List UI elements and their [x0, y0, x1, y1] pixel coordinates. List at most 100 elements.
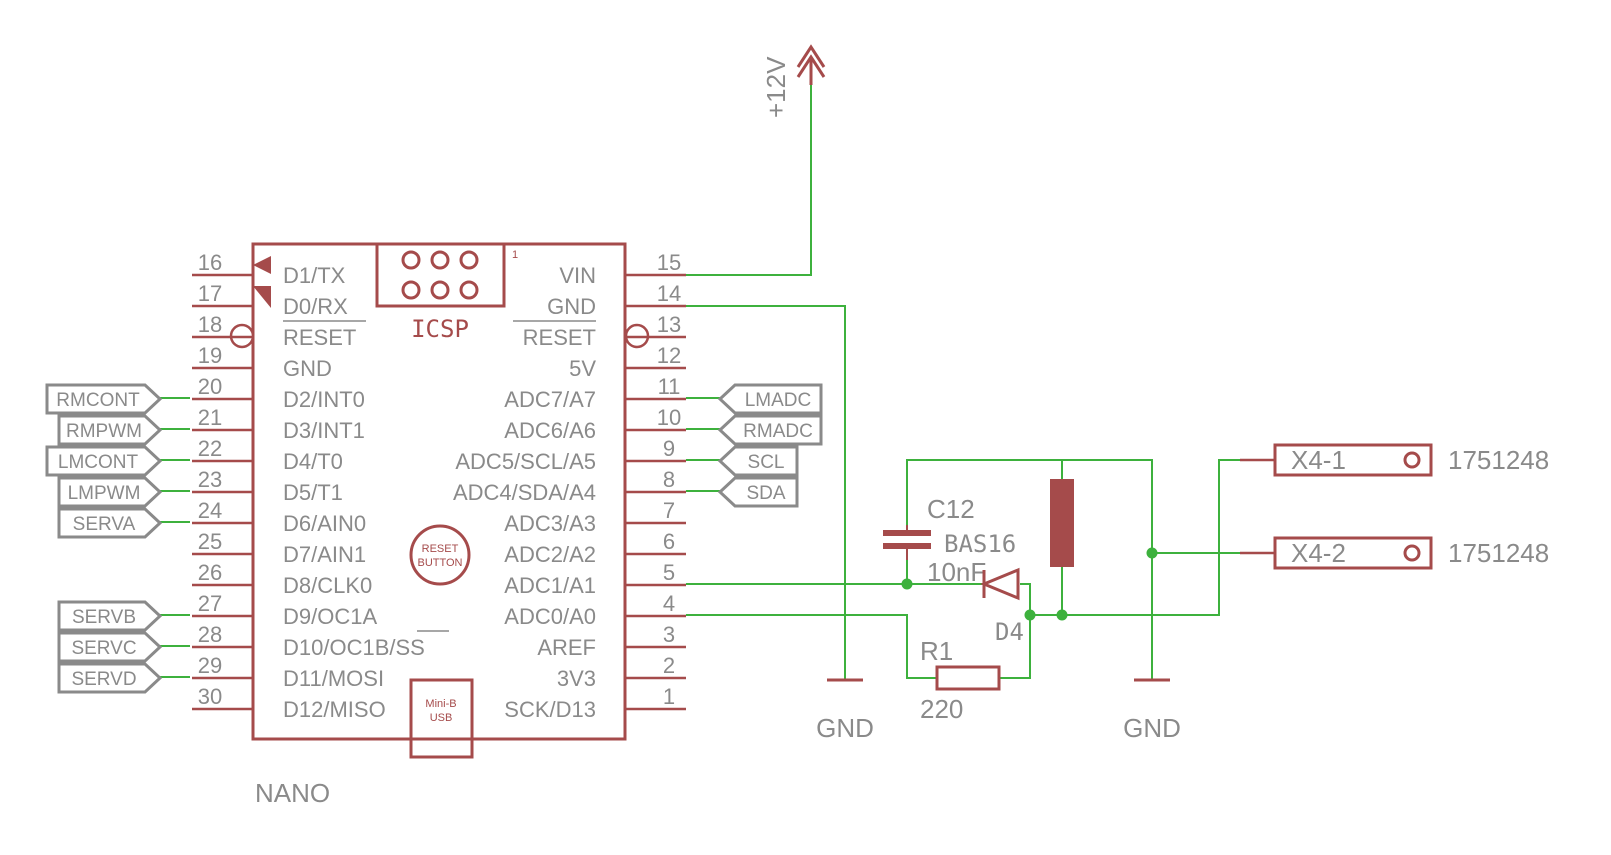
net-tag-text-lmpwm: LMPWM	[68, 483, 141, 504]
junctions	[901, 547, 1158, 621]
pin-number-12: 12	[657, 343, 681, 368]
pin-number-4: 4	[663, 591, 675, 616]
net-tag-rmcont	[45, 383, 163, 415]
net-tag-rmadc	[717, 414, 823, 446]
pin-number-16: 16	[198, 250, 222, 275]
pin-number-24: 24	[198, 498, 222, 523]
pin-number-21: 21	[198, 405, 222, 430]
pin-name-5: ADC1/A1	[504, 573, 596, 598]
pin-number-10: 10	[657, 405, 681, 430]
net-tag-text-rmcont: RMCONT	[56, 390, 140, 411]
wire-r1-right	[999, 615, 1031, 679]
pin-number-22: 22	[198, 436, 222, 461]
pin-number-18: 18	[198, 312, 222, 337]
diode-d4: BAS16 D4	[944, 530, 1024, 646]
net-tag-servb	[57, 600, 163, 632]
net-tag-lmcont	[45, 445, 163, 477]
net-tag-lmpwm	[57, 476, 163, 508]
pin-name-28: D10/OC1B/SS	[283, 635, 425, 660]
reset-button-label-1: RESET	[422, 543, 459, 555]
usb-label-2: USB	[430, 712, 453, 724]
net-tag-serva	[57, 507, 163, 539]
pin-number-23: 23	[198, 467, 222, 492]
reset-button-outline	[409, 524, 471, 586]
pin-number-17: 17	[198, 281, 222, 306]
pin-number-28: 28	[198, 622, 222, 647]
pin-name-8: ADC4/SDA/A4	[453, 480, 596, 505]
pin-name-13: RESET	[523, 325, 596, 350]
pin-name-1: SCK/D13	[504, 697, 596, 722]
pin-name-20: D2/INT0	[283, 387, 365, 412]
pin-number-2: 2	[663, 653, 675, 678]
net-tag-text-servb: SERVB	[72, 607, 136, 628]
pin-number-7: 7	[663, 498, 675, 523]
nano-module: 1 ICSP RESET BUTTON Mini-B USB 16D1/TX17…	[192, 242, 686, 808]
pin-name-29: D11/MOSI	[283, 666, 384, 691]
pin-number-20: 20	[198, 374, 222, 399]
d4-value: BAS16	[944, 530, 1016, 558]
gnd-symbol-2: GND	[1123, 678, 1181, 743]
gnd-label-1: GND	[816, 713, 874, 743]
pin-name-30: D12/MISO	[283, 697, 386, 722]
gnd-label-2: GND	[1123, 713, 1181, 743]
connector-x4-1: X4-1 1751248	[1240, 443, 1549, 477]
r1-ref: R1	[920, 636, 953, 666]
pin-name-25: D7/AIN1	[283, 542, 366, 567]
pin-number-27: 27	[198, 591, 222, 616]
pin-name-7: ADC3/A3	[504, 511, 596, 536]
net-tag-text-servc: SERVC	[71, 638, 136, 659]
net-tag-text-scl: SCL	[748, 452, 785, 473]
pin-number-1: 1	[663, 684, 675, 709]
pin-name-15: VIN	[559, 263, 596, 288]
resistor-r1: R1 220	[920, 636, 1001, 724]
pin-name-22: D4/T0	[283, 449, 343, 474]
gnd-symbol-1: GND	[816, 678, 874, 743]
wire-diode-right	[1020, 583, 1031, 615]
net-tag-lmadc	[717, 383, 823, 415]
connector-x4-2: X4-2 1751248	[1240, 536, 1549, 570]
net-tag-text-serva: SERVA	[73, 514, 136, 535]
icsp-header	[375, 242, 506, 308]
pin-number-11: 11	[658, 374, 681, 399]
pin-name-23: D5/T1	[283, 480, 343, 505]
pin-number-26: 26	[198, 560, 222, 585]
x4-1-value: 1751248	[1448, 445, 1549, 475]
d4-ref: D4	[995, 618, 1024, 646]
net-tag-text-sda: SDA	[746, 483, 785, 504]
pin-name-26: D8/CLK0	[283, 573, 372, 598]
net-tag-servc	[57, 631, 163, 663]
pin-name-21: D3/INT1	[283, 418, 365, 443]
pin-number-29: 29	[198, 653, 222, 678]
pin-name-24: D6/AIN0	[283, 511, 366, 536]
x4-1-ref: X4-1	[1291, 445, 1346, 475]
net-tag-text-rmadc: RMADC	[743, 421, 813, 442]
pin-name-19: GND	[283, 356, 332, 381]
pin-name-17: D0/RX	[283, 294, 348, 319]
resistor-vertical	[1050, 479, 1074, 567]
pin-name-2: 3V3	[557, 666, 596, 691]
pin-name-18: RESET	[283, 325, 356, 350]
pin-number-6: 6	[663, 529, 675, 554]
net-tag-scl	[717, 445, 799, 477]
r1-value: 220	[920, 694, 963, 724]
pin-number-14: 14	[657, 281, 681, 306]
pin-number-30: 30	[198, 684, 222, 709]
pin-number-3: 3	[663, 622, 675, 647]
pin-name-4: ADC0/A0	[504, 604, 596, 629]
pin-number-13: 13	[657, 312, 681, 337]
wire-adc0	[686, 614, 937, 679]
pin-name-10: ADC6/A6	[504, 418, 596, 443]
c12-value: 10nF	[927, 557, 986, 587]
pin-number-9: 9	[663, 436, 675, 461]
pin-name-16: D1/TX	[283, 263, 346, 288]
pin-number-19: 19	[198, 343, 222, 368]
net-tag-sda	[717, 476, 799, 508]
reset-button-label-2: BUTTON	[417, 557, 462, 569]
x4-2-value: 1751248	[1448, 538, 1549, 568]
icsp-label: ICSP	[411, 315, 469, 343]
supply-label: +12V	[761, 56, 791, 118]
pin-number-5: 5	[663, 560, 675, 585]
usb-connector	[409, 678, 474, 759]
wires	[160, 85, 1260, 680]
